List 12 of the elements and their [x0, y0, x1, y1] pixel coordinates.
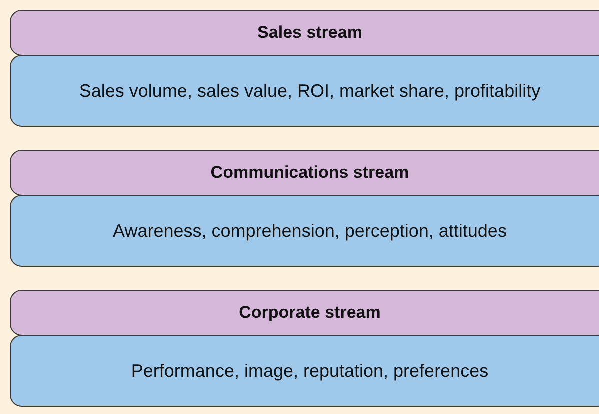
stream-header-band: [10, 10, 599, 56]
measures-text: Performance, image, reputation, preferences: [131, 360, 489, 382]
stream-title: Sales stream: [258, 23, 362, 43]
stream-title: Communications stream: [210, 163, 410, 183]
stream-title: Corporate stream: [239, 303, 381, 323]
stream-header-band: [10, 150, 599, 196]
stream-header-band: [10, 290, 599, 336]
stream-content-box: [10, 195, 599, 267]
measures-text: Sales volume, sales value, ROI, market share, profitability: [79, 80, 541, 102]
stream-content-box: [10, 335, 599, 407]
measures-text: Awareness, comprehension, perception, attitudes: [113, 220, 507, 242]
stream-content-box: [10, 55, 599, 127]
